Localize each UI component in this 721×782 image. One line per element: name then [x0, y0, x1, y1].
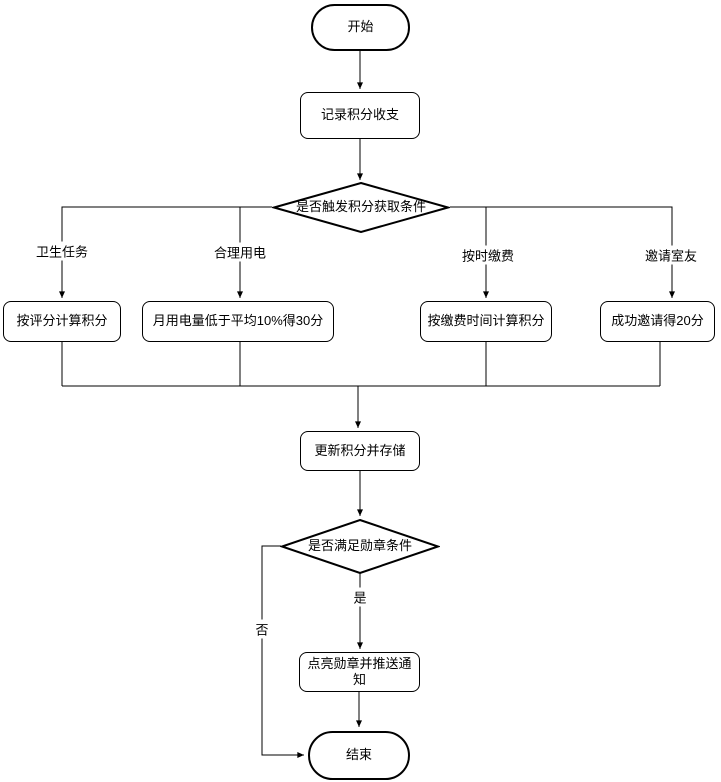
branch4-action-label: 成功邀请得20分 [611, 313, 704, 329]
branch4-edge-label: 邀请室友 [642, 245, 700, 265]
badge-condition-decision: 是否满足勋章条件 [280, 519, 440, 574]
end-node: 结束 [308, 731, 410, 780]
start-node-label: 开始 [347, 19, 374, 35]
branch1-action-label: 按评分计算积分 [16, 313, 108, 329]
edge-no-end [261, 545, 304, 758]
no-edge-label: 否 [253, 619, 271, 639]
update-step-node: 更新积分并存储 [300, 431, 420, 471]
end-node-label: 结束 [345, 747, 372, 763]
branch2-action-label: 月用电量低于平均10%得30分 [152, 313, 324, 329]
notify-step-label: 点亮勋章并推送通知 [307, 655, 412, 687]
edge-decision-branch4 [450, 206, 675, 298]
yes-edge-label: 是 [351, 587, 369, 607]
branch1-action-node: 按评分计算积分 [3, 301, 121, 342]
update-step-label: 更新积分并存储 [314, 442, 406, 458]
diamond-shape [280, 519, 440, 574]
edge-decision-branch1 [59, 206, 272, 298]
start-node: 开始 [311, 4, 410, 51]
diamond-shape [272, 182, 450, 233]
branch3-action-node: 按缴费时间计算积分 [420, 301, 552, 342]
flow-edges [59, 51, 675, 758]
record-step-node: 记录积分收支 [300, 92, 420, 139]
trigger-condition-label: 是否触发积分获取条件 [295, 199, 426, 215]
record-step-label: 记录积分收支 [320, 107, 399, 123]
branch3-action-label: 按缴费时间计算积分 [427, 313, 545, 329]
branch3-edge-label: 按时缴费 [459, 245, 517, 265]
branch2-edge-label: 合理用电 [211, 242, 269, 262]
trigger-condition-decision: 是否触发积分获取条件 [272, 182, 450, 233]
branch1-edge-label: 卫生任务 [33, 241, 91, 261]
notify-step-node: 点亮勋章并推送通知 [299, 652, 420, 692]
branch2-action-node: 月用电量低于平均10%得30分 [142, 301, 334, 342]
branch4-action-node: 成功邀请得20分 [600, 301, 715, 342]
badge-condition-label: 是否满足勋章条件 [307, 538, 412, 554]
